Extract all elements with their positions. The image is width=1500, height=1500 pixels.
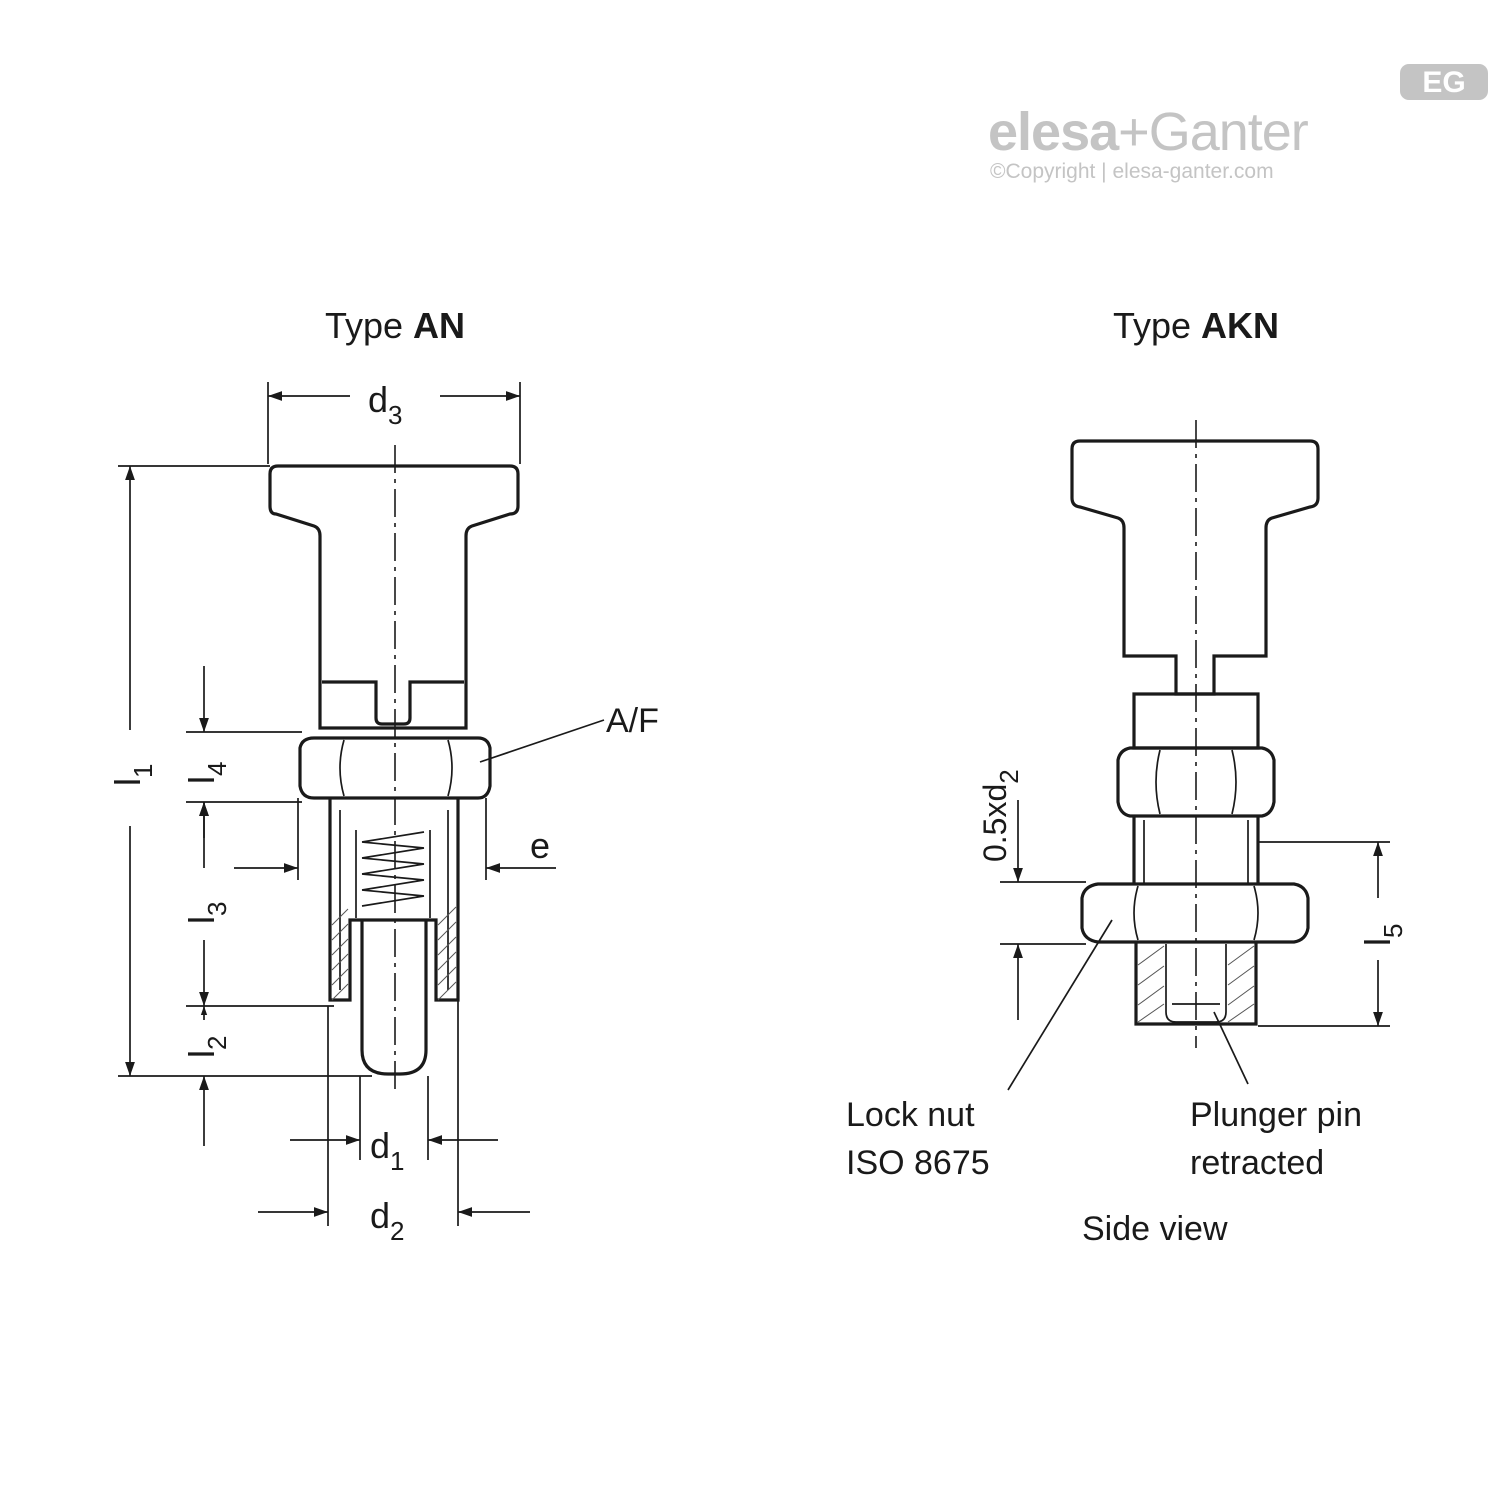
an-hex-nut-faces bbox=[339, 739, 453, 797]
an-plunger-pin bbox=[360, 920, 428, 1076]
dim-label-l3: l3 bbox=[181, 902, 232, 924]
akn-extension-lines bbox=[1000, 841, 1390, 1027]
akn-lock-nut bbox=[1080, 882, 1310, 944]
dim-label-e: e bbox=[530, 825, 550, 866]
an-threaded-body bbox=[328, 798, 460, 1002]
lock-nut-leader bbox=[1007, 919, 1113, 1091]
dim-label-l1: l1 bbox=[107, 764, 158, 786]
akn-upper-hex-nut bbox=[1116, 746, 1276, 818]
an-body-hatching bbox=[331, 906, 457, 1001]
callout-plunger-pin: Plunger pin retracted bbox=[1190, 1096, 1371, 1182]
akn-threaded-shank bbox=[1132, 816, 1260, 884]
akn-knob bbox=[1070, 439, 1320, 696]
dim-label-l2: l2 bbox=[181, 1036, 232, 1058]
akn-upper-hex-faces bbox=[1155, 749, 1237, 815]
dim-label-d2: d2 bbox=[370, 1195, 405, 1246]
an-knob-slot bbox=[322, 680, 464, 726]
dim-label-d3: d3 bbox=[368, 379, 403, 430]
dim-label-l5: l5 bbox=[1357, 924, 1408, 946]
type-akn-title: Type AKN bbox=[1113, 305, 1279, 346]
dim-label-af: A/F bbox=[606, 702, 659, 740]
callout-lock-nut: Lock nut ISO 8675 bbox=[846, 1096, 990, 1182]
akn-lock-nut-faces bbox=[1133, 885, 1259, 941]
an-af-leader bbox=[479, 719, 605, 763]
type-an-title: Type AN bbox=[325, 305, 465, 346]
an-extension-lines bbox=[118, 382, 521, 1226]
akn-body-hatching bbox=[1137, 945, 1255, 1023]
type-an-view: Type AN bbox=[107, 305, 659, 1246]
logo-copyright: ©Copyright | elesa-ganter.com bbox=[990, 160, 1274, 183]
an-hex-nut bbox=[298, 736, 492, 800]
an-knob bbox=[268, 464, 520, 730]
elesa-ganter-logo: EG elesa+Ganter ©Copyright | elesa-gante… bbox=[988, 64, 1488, 183]
logo-brand-text: elesa+Ganter bbox=[988, 102, 1309, 162]
eg-badge-label: EG bbox=[1422, 66, 1465, 99]
dim-label-d1: d1 bbox=[370, 1125, 405, 1176]
dim-label-l4: l4 bbox=[181, 762, 232, 784]
caption-side-view: Side view bbox=[1082, 1210, 1228, 1248]
akn-lower-body bbox=[1134, 942, 1258, 1026]
type-akn-view: Type AKN bbox=[846, 305, 1408, 1248]
plunger-pin-leader bbox=[1213, 1011, 1249, 1085]
dim-label-half-d2: 0.5xd2 bbox=[977, 769, 1024, 862]
an-spring bbox=[361, 831, 425, 907]
eg-badge bbox=[1400, 64, 1488, 100]
